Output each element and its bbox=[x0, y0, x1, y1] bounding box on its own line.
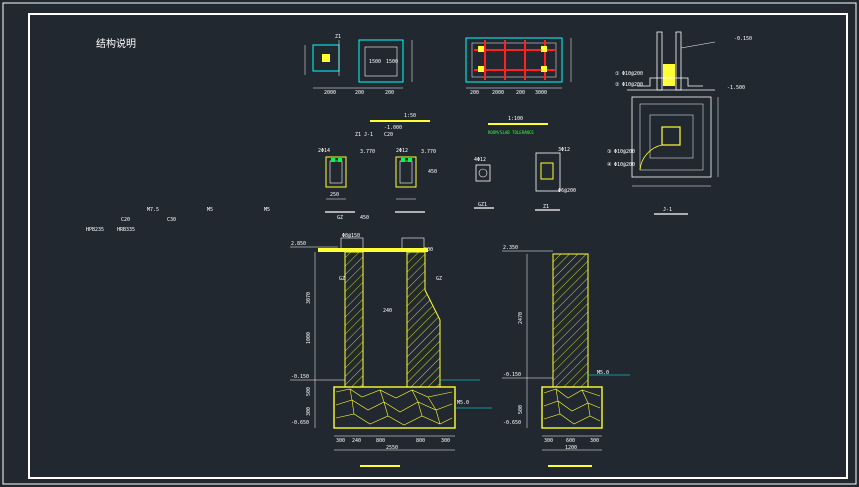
wall-a-top-tag-1: Φ8@150 bbox=[342, 233, 360, 239]
plan-dim-2: 1500 bbox=[386, 59, 398, 65]
note-c20: C20 bbox=[121, 217, 130, 223]
wall-b-total: 1200 bbox=[565, 445, 577, 451]
plan-view-left: Z1 1500 1500 2000 200 200 bbox=[304, 34, 413, 96]
plan-r-dim-3: 200 bbox=[516, 90, 525, 96]
footing-j1: -0.150 -1.500 ① Φ10@200 ② Φ10@200 ③ Φ10@… bbox=[607, 31, 752, 215]
scale-right: 1:100 bbox=[508, 116, 523, 122]
wall-a-mid-elev: -0.150 bbox=[291, 374, 309, 380]
wall-a-bottom-elev: -0.650 bbox=[291, 420, 309, 426]
detail-d6b: 450 bbox=[360, 215, 369, 221]
gz-label: GZ bbox=[337, 215, 343, 221]
detail-d1: 2Φ14 bbox=[318, 148, 330, 154]
plan-r-dim-2: 2000 bbox=[492, 90, 504, 96]
wall-a-gz-right: GZ bbox=[436, 276, 442, 282]
plan-view-right: 200 2000 200 3000 bbox=[465, 37, 572, 96]
j1-callout-4: ④ bbox=[607, 162, 612, 168]
wall-a-gz-left: GZ bbox=[339, 276, 345, 282]
column-section-gz1: 4Φ12 GZ1 bbox=[474, 157, 494, 209]
drawing-title: 结构说明 bbox=[96, 37, 136, 50]
wall-a-top-tag-2: 200 bbox=[424, 247, 433, 253]
note-hrb: HRB335 bbox=[117, 227, 135, 233]
wall-b-h2: 500 bbox=[518, 405, 524, 414]
plan-dim-5: 200 bbox=[385, 90, 394, 96]
plan-dim-1: 1500 bbox=[369, 59, 381, 65]
wall-b-bottom-elev: -0.650 bbox=[503, 420, 521, 426]
j1-elev-top: -0.150 bbox=[734, 36, 752, 42]
wall-a-top-elev: 2.850 bbox=[291, 241, 306, 247]
note-m5a: M5 bbox=[207, 207, 213, 213]
z1-elev: -1.000 bbox=[384, 125, 402, 131]
detail-d4b: 3.770 bbox=[421, 149, 436, 155]
wall-a-total: 2550 bbox=[386, 445, 398, 451]
detail-d4a: 3.770 bbox=[360, 149, 375, 155]
j1-elev-bottom: -1.500 bbox=[727, 85, 745, 91]
detail-d2: 2Φ12 bbox=[396, 148, 408, 154]
z1-title: Z1 J-1 bbox=[355, 132, 373, 138]
inner-frame bbox=[28, 13, 848, 479]
wall-a-h1: 3070 bbox=[306, 292, 312, 304]
plan-dim-3: 2000 bbox=[324, 90, 336, 96]
wall-a-h4: 300 bbox=[306, 407, 312, 416]
column-section-2: 2Φ12 3.770 450 450 bbox=[360, 148, 437, 221]
plan-left-mark: Z1 bbox=[335, 34, 341, 40]
wall-b-mid-elev: -0.150 bbox=[503, 372, 521, 378]
wall-a-b4: 800 bbox=[416, 438, 425, 444]
note-c30: C30 bbox=[167, 217, 176, 223]
wall-a-h2: 1000 bbox=[306, 332, 312, 344]
note-hpb: HPB235 bbox=[86, 227, 104, 233]
plan-r-dim-4: 3000 bbox=[535, 90, 547, 96]
detail-d8: 4Φ12 bbox=[474, 157, 486, 163]
j1-callout-3: ③ bbox=[607, 149, 612, 155]
z1-code: C20 bbox=[384, 132, 393, 138]
green-note: ROOM/SLAB TOLERANCE bbox=[488, 130, 534, 135]
wall-b-b3: 300 bbox=[590, 438, 599, 444]
wall-b-top-elev: 2.350 bbox=[503, 245, 518, 251]
column-section-1: 2Φ14 3.770 250 GZ bbox=[318, 148, 375, 221]
j1-callout-1: ① bbox=[615, 71, 620, 77]
wall-a-b5: 300 bbox=[441, 438, 450, 444]
j1-callout-text-1: Φ10@200 bbox=[622, 71, 643, 77]
wall-a-mortar: M5.0 bbox=[457, 400, 469, 406]
wall-section-b: 2.350 -0.150 M5.0 -0.650 2470 500 300 60… bbox=[502, 245, 630, 467]
j1-callout-2: ② bbox=[615, 82, 620, 88]
note-m75: M7.5 bbox=[147, 207, 159, 213]
z1-label: Z1 bbox=[543, 204, 549, 210]
wall-a-b1: 300 bbox=[336, 438, 345, 444]
wall-b-b1: 300 bbox=[544, 438, 553, 444]
wall-a-240: 240 bbox=[383, 308, 392, 314]
plan-r-dim-1: 200 bbox=[470, 90, 479, 96]
detail-d6: 450 bbox=[428, 169, 437, 175]
j1-callout-text-3: Φ10@200 bbox=[614, 149, 635, 155]
column-section-z1: 3Φ12 Φ6@200 Z1 bbox=[535, 147, 576, 211]
wall-b-b2: 600 bbox=[566, 438, 575, 444]
note-m5b: M5 bbox=[264, 207, 270, 213]
j1-callout-text-4: Φ10@200 bbox=[614, 162, 635, 168]
wall-b-h1: 2470 bbox=[518, 312, 524, 324]
wall-b-mortar: M5.0 bbox=[597, 370, 609, 376]
j1-callout-text-2: Φ10@200 bbox=[622, 82, 643, 88]
gz1-label: GZ1 bbox=[478, 202, 487, 208]
plan-dim-4: 200 bbox=[355, 90, 364, 96]
wall-a-h3: 500 bbox=[306, 387, 312, 396]
detail-d3: 3Φ12 bbox=[558, 147, 570, 153]
wall-section-a: 2.850 Φ8@150 200 GZ GZ 240 -0.150 -0.650… bbox=[290, 233, 492, 467]
j1-title: J-1 bbox=[663, 207, 672, 213]
detail-d7: Φ6@200 bbox=[558, 188, 576, 194]
wall-a-b3: 800 bbox=[376, 438, 385, 444]
wall-a-b2: 240 bbox=[352, 438, 361, 444]
detail-d5a: 250 bbox=[330, 192, 339, 198]
scale-left: 1:50 bbox=[404, 113, 416, 119]
